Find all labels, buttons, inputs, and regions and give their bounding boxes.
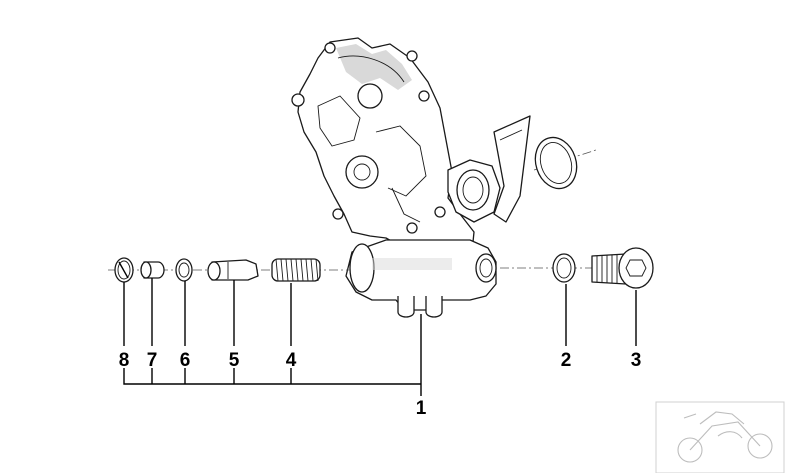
piston-part-5 bbox=[207, 259, 259, 281]
sealing-ring-part-6 bbox=[175, 258, 193, 282]
valve-body bbox=[345, 239, 497, 318]
o-ring-upper bbox=[534, 136, 578, 190]
screw-plug-part-3 bbox=[591, 247, 654, 289]
callout-7: 7 bbox=[147, 350, 158, 371]
callout-5: 5 bbox=[229, 350, 240, 371]
disc-part-7 bbox=[140, 261, 165, 279]
callout-1: 1 bbox=[416, 398, 427, 419]
callout-6: 6 bbox=[180, 350, 191, 371]
spring-part-4 bbox=[271, 258, 321, 282]
snap-ring-part-8 bbox=[114, 257, 134, 283]
callout-3: 3 bbox=[631, 350, 642, 371]
motorcycle-watermark-icon bbox=[655, 401, 785, 473]
callout-8: 8 bbox=[119, 350, 130, 371]
assembly-axis-upper bbox=[533, 149, 597, 171]
pump-housing bbox=[291, 37, 531, 263]
callout-4: 4 bbox=[286, 350, 297, 371]
leader-lines bbox=[123, 278, 637, 396]
callout-2: 2 bbox=[561, 350, 572, 371]
group-bracket bbox=[123, 368, 421, 385]
sealing-ring-part-2 bbox=[552, 253, 576, 283]
